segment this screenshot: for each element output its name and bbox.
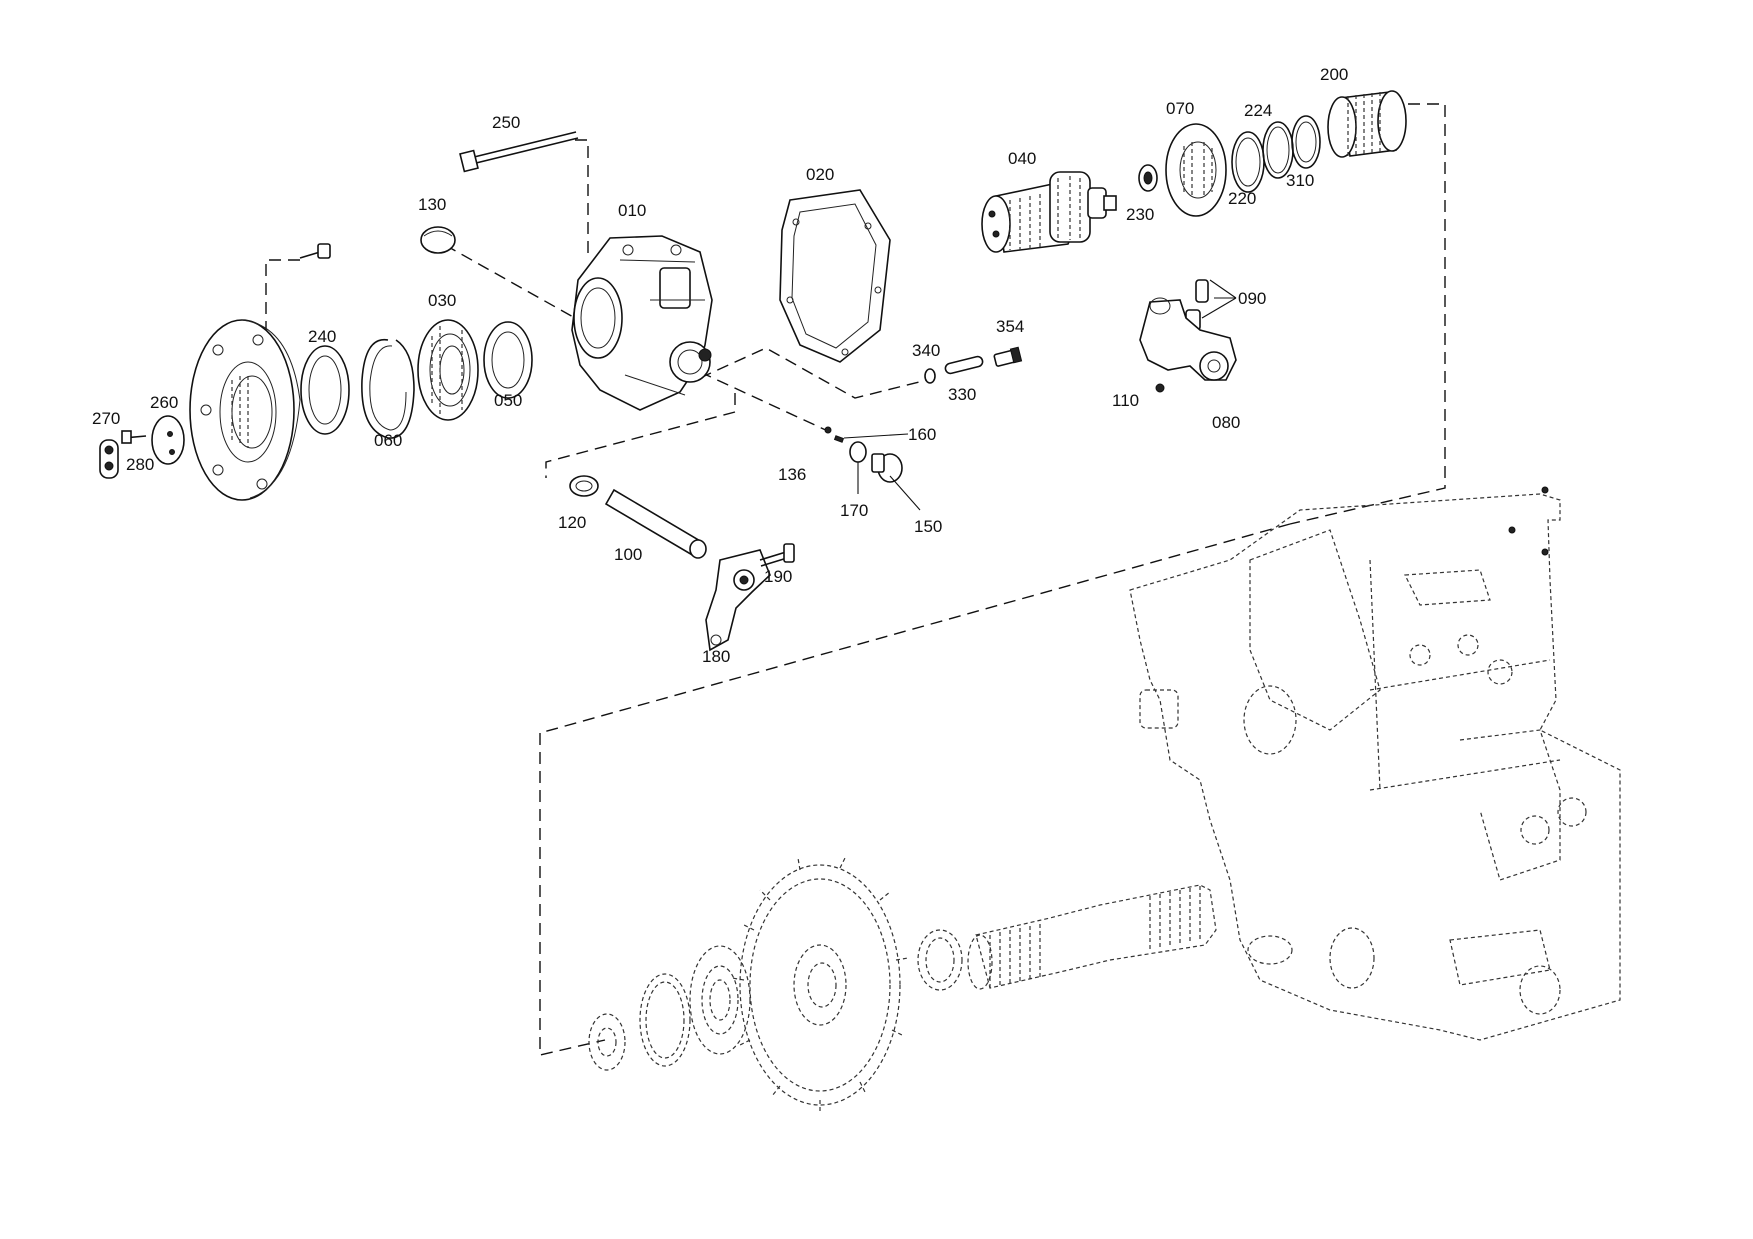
label-240: 240 <box>308 327 336 346</box>
ring-120 <box>569 475 599 497</box>
label-050: 050 <box>494 391 522 410</box>
label-170: 170 <box>840 501 868 520</box>
label-180: 180 <box>702 647 730 666</box>
shaft-100 <box>604 488 707 559</box>
label-060: 060 <box>374 431 402 450</box>
bearing-030 <box>417 319 479 421</box>
label-130: 130 <box>418 195 446 214</box>
label-040: 040 <box>1008 149 1036 168</box>
seal-240 <box>300 345 350 435</box>
seal-050 <box>483 321 533 399</box>
label-070: 070 <box>1166 99 1194 118</box>
ring-220 <box>1231 131 1265 193</box>
lever-180 <box>705 549 771 652</box>
label-080: 080 <box>1212 413 1240 432</box>
label-010: 010 <box>618 201 646 220</box>
label-120: 120 <box>558 513 586 532</box>
small-parts-136-160-170-150 <box>824 426 903 483</box>
label-220: 220 <box>1228 189 1256 208</box>
part-number-labels: 250 010 020 040 070 224 200 230 220 310 … <box>92 65 1348 666</box>
label-020: 020 <box>806 165 834 184</box>
long-bolt-250 <box>459 131 579 173</box>
label-030: 030 <box>428 291 456 310</box>
label-260: 260 <box>150 393 178 412</box>
cap-130 <box>420 226 456 254</box>
ring-310 <box>1291 115 1321 169</box>
screw-280 <box>121 430 147 444</box>
disc-260 <box>151 415 185 465</box>
shaft-040 <box>981 171 1117 253</box>
label-340: 340 <box>912 341 940 360</box>
label-200: 200 <box>1320 65 1348 84</box>
snap-ring-060 <box>361 338 415 439</box>
assembly-lines <box>265 103 1446 1056</box>
label-310: 310 <box>1286 171 1314 190</box>
label-110: 110 <box>1112 391 1139 410</box>
collar-070 <box>1165 123 1227 217</box>
label-090: 090 <box>1238 289 1266 308</box>
gear-hub-200 <box>1327 90 1407 158</box>
label-250: 250 <box>492 113 520 132</box>
label-150: 150 <box>914 517 942 536</box>
leader-lines <box>843 279 1237 511</box>
label-270: 270 <box>92 409 120 428</box>
label-280: 280 <box>126 455 154 474</box>
label-224: 224 <box>1244 101 1272 120</box>
label-100: 100 <box>614 545 642 564</box>
housing-010 <box>571 235 713 411</box>
label-330: 330 <box>948 385 976 404</box>
output-flange <box>189 319 301 501</box>
label-230: 230 <box>1126 205 1154 224</box>
ring-224 <box>1262 121 1294 179</box>
lower-shaft-assembly <box>588 855 1217 1112</box>
ring-230 <box>1138 164 1158 192</box>
shift-fork-080 <box>1139 279 1237 393</box>
plate-270 <box>99 439 119 479</box>
label-136: 136 <box>778 465 806 484</box>
label-160: 160 <box>908 425 936 444</box>
gasket-020 <box>779 189 891 363</box>
label-354: 354 <box>996 317 1024 336</box>
small-parts-340-330-354 <box>924 346 1023 384</box>
gearbox-housing <box>1129 486 1621 1041</box>
small-bolt-flange <box>299 243 331 259</box>
label-190: 190 <box>764 567 792 586</box>
bolt-190 <box>759 543 795 567</box>
